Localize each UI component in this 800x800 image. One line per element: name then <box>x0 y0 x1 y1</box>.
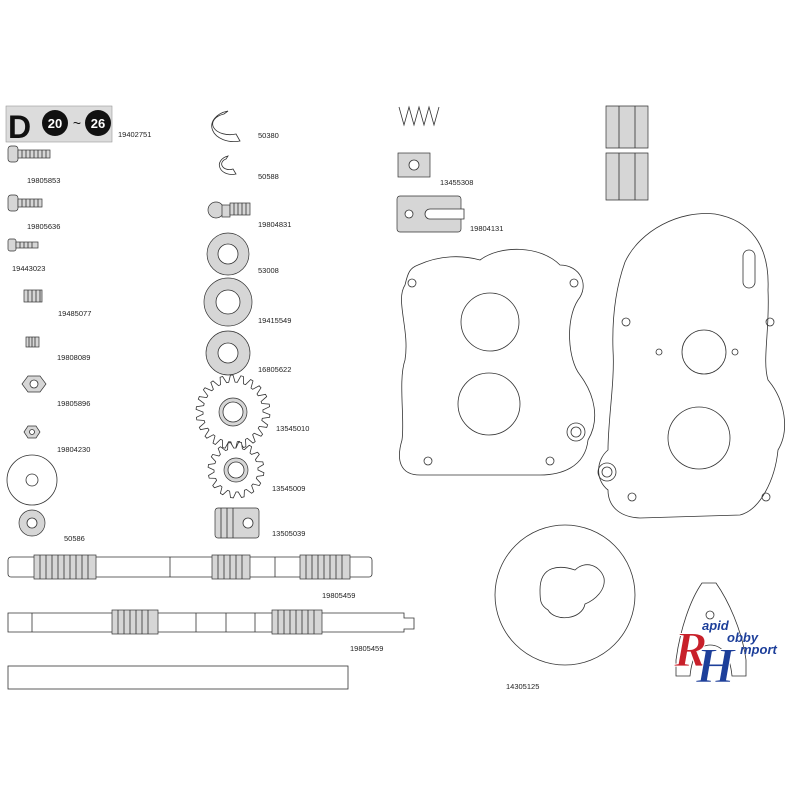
rapid-hobby-import-logo: R H apid obby mport <box>673 618 778 694</box>
screw-long <box>7 145 51 163</box>
part-number-label: 19415549 <box>258 316 291 325</box>
hex-nut-small <box>23 425 41 439</box>
part-number-label: 13545009 <box>272 484 305 493</box>
part-number-label: 19804230 <box>57 445 90 454</box>
washer-large <box>6 454 58 506</box>
compression-spring <box>398 105 440 127</box>
part-number-label: 53008 <box>258 266 279 275</box>
part-number-label: 14305125 <box>506 682 539 691</box>
gearbox-plate-left <box>399 248 595 476</box>
part-number-label: 13505039 <box>272 529 305 538</box>
part-number-label: 50586 <box>64 534 85 543</box>
part-number-label: 19808089 <box>57 353 90 362</box>
ball-stud <box>207 201 251 219</box>
washer-small <box>18 509 46 537</box>
spur-gear-small <box>207 441 265 499</box>
step-end-number: 26 <box>91 116 105 131</box>
washer-16805622 <box>205 330 251 376</box>
part-number-label: 19485077 <box>58 309 91 318</box>
part-number-label: 19805896 <box>57 399 90 408</box>
slotted-block <box>396 195 465 233</box>
set-screw-small <box>25 336 40 348</box>
part-number-label: 16805622 <box>258 365 291 374</box>
logo-letter-h: H <box>695 637 737 693</box>
part-number-label: 19805636 <box>27 222 60 231</box>
gearbox-plate-right <box>597 213 785 519</box>
section-header: D 20 ~ 26 <box>5 105 113 145</box>
e-clip-small <box>219 155 237 175</box>
logo-letter-r: R <box>673 621 707 677</box>
step-start-number: 20 <box>48 116 62 131</box>
screw-short <box>7 238 39 252</box>
slipper-pad-disc <box>494 524 636 666</box>
logo-word-obby: obby <box>727 630 759 645</box>
step-start-badge <box>42 110 68 136</box>
section-letter: D <box>8 109 31 145</box>
part-number-label: 19805459 <box>322 591 355 600</box>
part-number-label: 50380 <box>258 131 279 140</box>
part-number-label: 19804131 <box>470 224 503 233</box>
step-end-badge <box>85 110 111 136</box>
part-number-label: 19402751 <box>118 130 151 139</box>
part-number-label: 19805853 <box>27 176 60 185</box>
logo-word-apid: apid <box>702 618 730 633</box>
part-number-label: 13545010 <box>276 424 309 433</box>
spur-gear-large <box>195 374 271 450</box>
coupling-joint <box>214 507 260 539</box>
part-number-label: 50588 <box>258 172 279 181</box>
straight-shaft <box>7 665 349 690</box>
e-clip-large <box>211 110 241 142</box>
washer-19415549 <box>203 277 253 327</box>
screw-medium <box>7 194 43 212</box>
part-number-label: 19805459 <box>350 644 383 653</box>
part-number-label: 19443023 <box>12 264 45 273</box>
lock-nut <box>21 375 47 393</box>
main-shaft <box>7 609 415 635</box>
hex-spacer-nut-bottom <box>605 152 649 201</box>
hex-spacer-nut-top <box>605 105 649 149</box>
countershaft <box>7 554 373 580</box>
square-nut <box>397 152 431 178</box>
washer-53008 <box>206 232 250 276</box>
shift-fork <box>675 582 747 677</box>
logo-word-mport: mport <box>740 642 778 657</box>
step-range-tilde: ~ <box>73 115 81 131</box>
part-number-label: 19804831 <box>258 220 291 229</box>
part-number-label: 13455308 <box>440 178 473 187</box>
set-screw-large <box>23 289 43 303</box>
